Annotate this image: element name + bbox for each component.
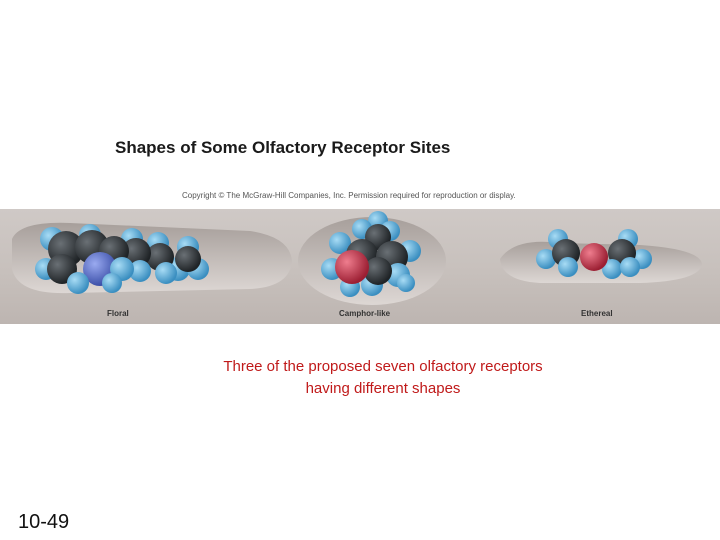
receptor-figure (0, 209, 720, 324)
floral-molecule (35, 224, 209, 294)
copyright-notice: Copyright © The McGraw-Hill Companies, I… (182, 191, 516, 200)
figure-label-floral: Floral (107, 309, 129, 318)
camphor-molecule (321, 211, 421, 297)
caption: Three of the proposed seven olfactory re… (0, 356, 720, 400)
slide-title: Shapes of Some Olfactory Receptor Sites (115, 138, 451, 157)
slide-number: 10-49 (18, 511, 70, 533)
ethereal-molecule (536, 229, 652, 279)
figure-label-ethereal: Ethereal (581, 309, 613, 318)
receptor-illustration (12, 211, 702, 305)
figure-label-camphor: Camphor-like (339, 309, 391, 318)
caption-line-2: having different shapes (305, 380, 461, 397)
caption-line-1: Three of the proposed seven olfactory re… (223, 358, 543, 375)
